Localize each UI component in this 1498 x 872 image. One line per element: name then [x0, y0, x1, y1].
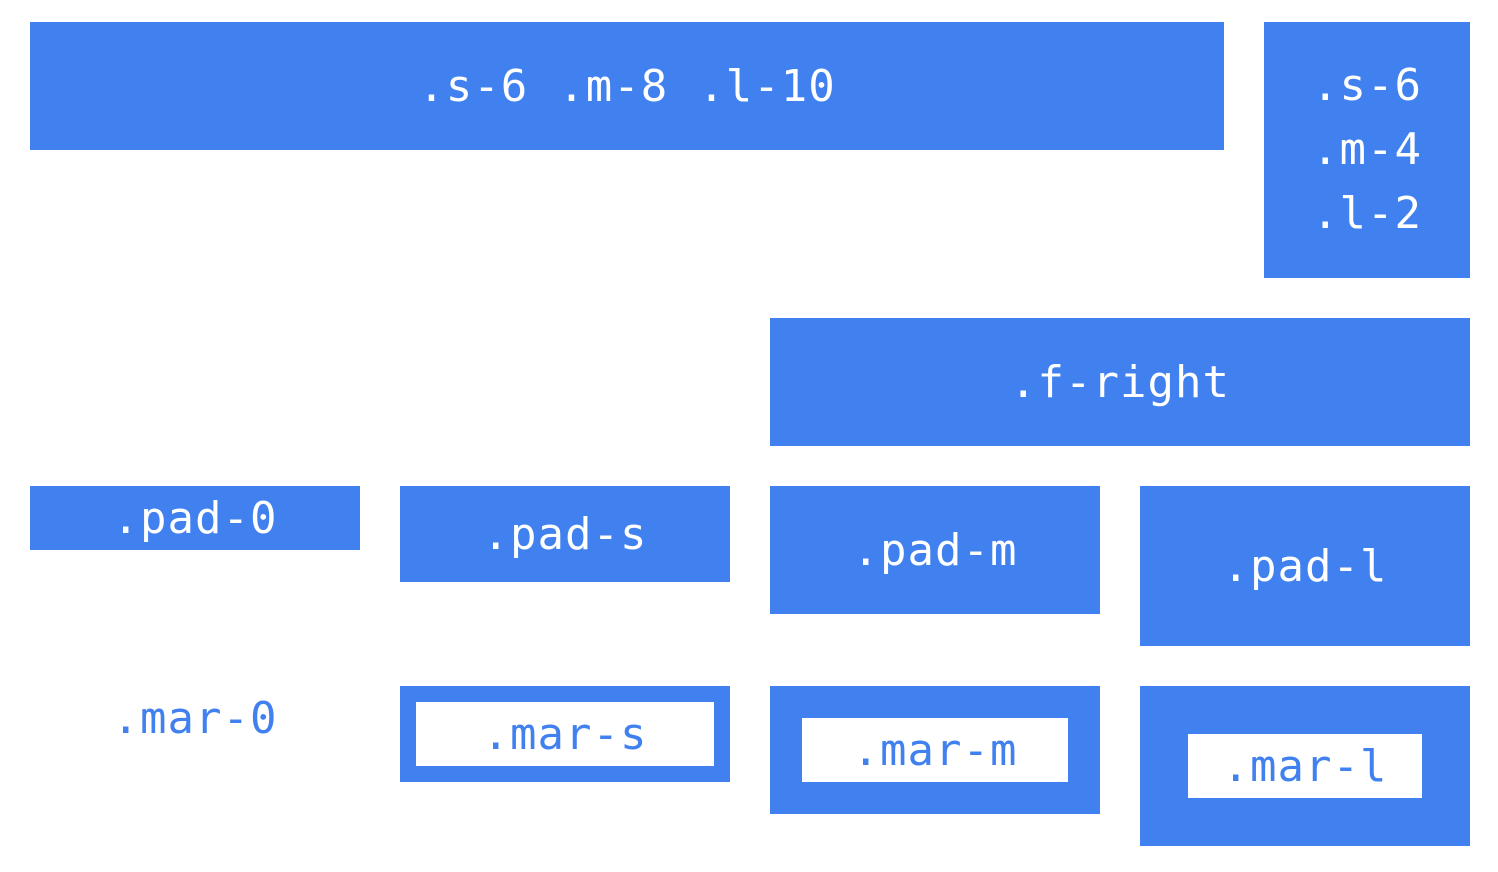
grid-wide-label-s: .s-6 — [418, 60, 529, 112]
grid-narrow-label-l: .l-2 — [1312, 188, 1422, 239]
float-right-box: .f-right — [770, 318, 1470, 446]
grid-narrow-label-s: .s-6 — [1312, 60, 1422, 111]
pad-m-box: .pad-m — [770, 486, 1100, 614]
pad-0-box: .pad-0 — [30, 486, 360, 550]
mar-0-label: .mar-0 — [112, 692, 278, 744]
grid-wide-label-l: .l-10 — [698, 60, 836, 112]
mar-m-inner: .mar-m — [802, 718, 1068, 782]
grid-wide-box: .s-6 .m-8 .l-10 — [30, 22, 1224, 150]
float-right-label: .f-right — [1010, 356, 1230, 408]
pad-l-box: .pad-l — [1140, 486, 1470, 646]
mar-l-box: .mar-l — [1140, 686, 1470, 846]
grid-wide-label-m: .m-8 — [558, 60, 669, 112]
mar-l-label: .mar-l — [1222, 740, 1388, 792]
pad-s-label: .pad-s — [482, 508, 648, 560]
pad-m-label: .pad-m — [852, 524, 1018, 576]
pad-l-label: .pad-l — [1222, 540, 1388, 592]
mar-0-box: .mar-0 — [30, 686, 360, 750]
pad-s-box: .pad-s — [400, 486, 730, 582]
mar-s-inner: .mar-s — [416, 702, 714, 766]
mar-m-label: .mar-m — [852, 724, 1018, 776]
grid-narrow-box: .s-6 .m-4 .l-2 — [1264, 22, 1470, 278]
mar-s-box: .mar-s — [400, 686, 730, 782]
mar-l-inner: .mar-l — [1188, 734, 1422, 798]
mar-s-label: .mar-s — [482, 708, 648, 760]
pad-0-label: .pad-0 — [112, 492, 278, 544]
grid-narrow-label-m: .m-4 — [1312, 124, 1422, 175]
mar-m-box: .mar-m — [770, 686, 1100, 814]
